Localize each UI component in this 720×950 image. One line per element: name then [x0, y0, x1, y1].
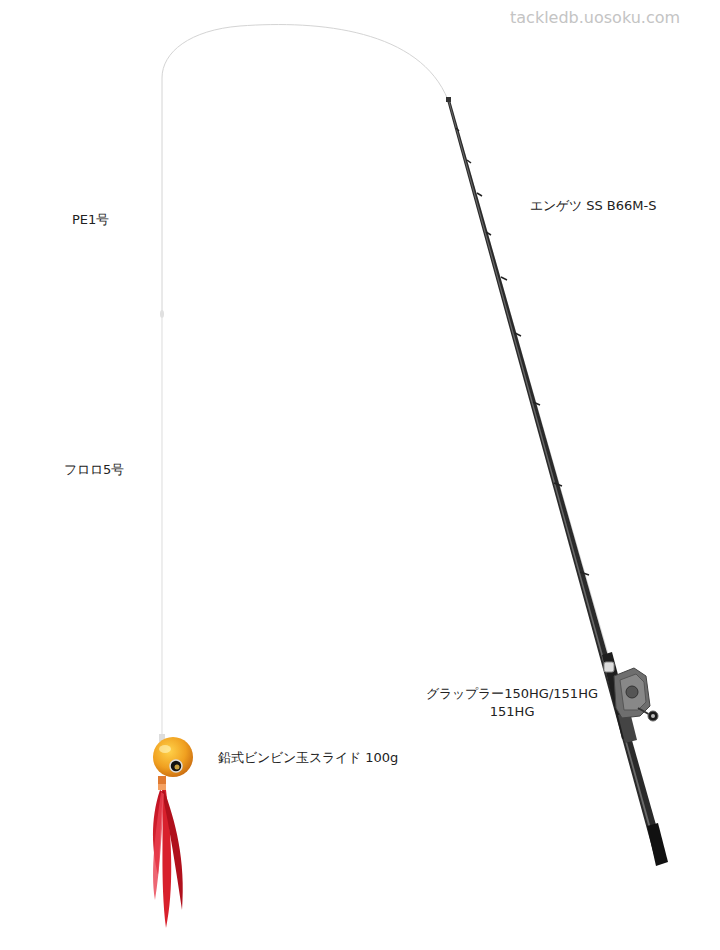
leader-label: フロロ5号 [64, 462, 124, 478]
tai-rubber-lure [153, 734, 193, 928]
rear-grip [647, 823, 668, 866]
tip-top [446, 97, 451, 102]
baitcast-reel [604, 662, 658, 721]
lure-label: 鉛式ビンビン玉スライド 100g [218, 750, 398, 766]
pe-line [162, 25, 448, 312]
reel-model-label: 151HG [490, 704, 535, 720]
fluoro-leader [161, 318, 162, 738]
rod-highlight [448, 100, 660, 861]
rod-label: エンゲツ SS B66M-S [530, 198, 656, 214]
reel-label: グラップラー150HG/151HG [426, 686, 598, 702]
rod-guides [456, 128, 589, 575]
watermark: tackledb.uosoku.com [510, 8, 680, 28]
line-label: PE1号 [72, 212, 109, 228]
rod-blank [447, 100, 666, 862]
line-knot [160, 310, 164, 318]
